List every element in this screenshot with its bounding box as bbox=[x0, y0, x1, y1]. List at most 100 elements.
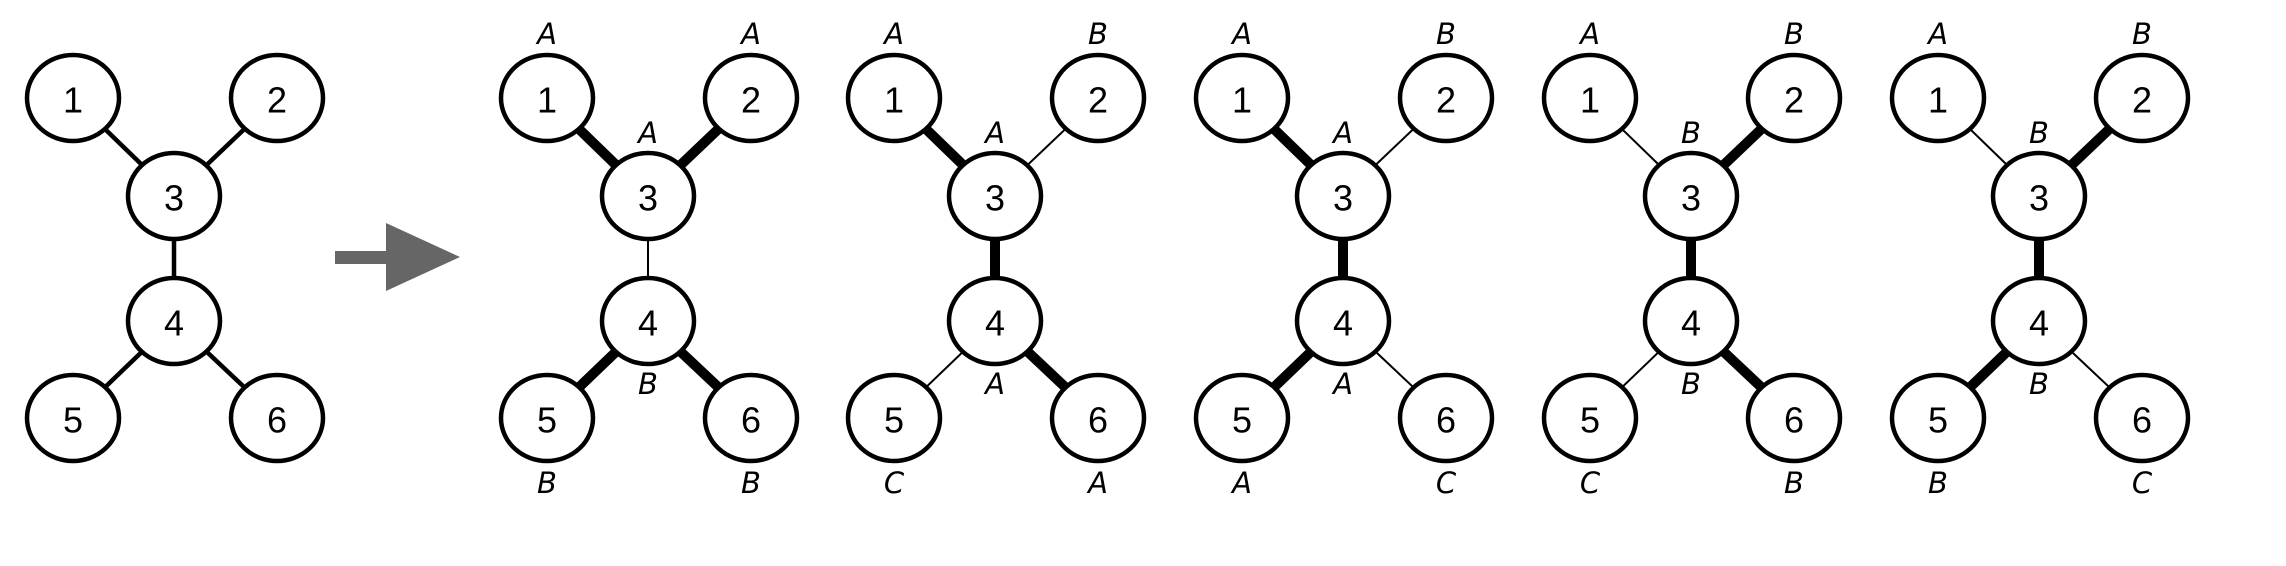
node-circle bbox=[1889, 52, 1987, 144]
node-circle bbox=[1642, 275, 1740, 367]
node-circle bbox=[498, 372, 596, 464]
node-number: 1 bbox=[1928, 80, 1948, 121]
state-label-node-6: B bbox=[1784, 466, 1804, 500]
state-label-node-3: A bbox=[636, 116, 658, 150]
node-circle bbox=[1294, 150, 1392, 242]
state-label-node-4: A bbox=[1331, 367, 1353, 401]
node-circle bbox=[1889, 372, 1987, 464]
node-number: 3 bbox=[638, 178, 658, 219]
node-number: 6 bbox=[267, 400, 287, 441]
node-4: 4 bbox=[946, 275, 1044, 367]
node-number: 6 bbox=[1436, 400, 1456, 441]
state-label-node-6: C bbox=[2132, 466, 2153, 500]
state-label-node-5: A bbox=[1230, 466, 1252, 500]
state-label-node-5: C bbox=[884, 466, 905, 500]
node-circle bbox=[1193, 52, 1291, 144]
state-label-node-6: B bbox=[741, 466, 761, 500]
node-circle bbox=[946, 275, 1044, 367]
original-tree: 1 2 3 4 5 6 bbox=[24, 52, 326, 464]
node-circle bbox=[845, 372, 943, 464]
node-circle bbox=[1541, 372, 1639, 464]
node-1: 1 bbox=[1541, 52, 1639, 144]
node-circle bbox=[24, 372, 122, 464]
state-label-node-4: B bbox=[2029, 367, 2049, 401]
state-label-node-1: A bbox=[1578, 17, 1600, 51]
node-circle bbox=[125, 150, 223, 242]
node-number: 4 bbox=[164, 303, 184, 344]
node-3: 3 bbox=[599, 150, 697, 242]
state-label-node-4: B bbox=[638, 367, 658, 401]
node-circle bbox=[2093, 372, 2191, 464]
node-3: 3 bbox=[1642, 150, 1740, 242]
node-circle bbox=[228, 52, 326, 144]
node-number: 5 bbox=[63, 400, 83, 441]
node-6: 6 bbox=[1049, 372, 1147, 464]
node-number: 2 bbox=[267, 80, 287, 121]
node-6: 6 bbox=[702, 372, 800, 464]
node-number: 4 bbox=[985, 303, 1005, 344]
node-5: 5 bbox=[1541, 372, 1639, 464]
node-circle bbox=[1049, 52, 1147, 144]
node-circle bbox=[1745, 372, 1843, 464]
node-1: 1 bbox=[845, 52, 943, 144]
state-label-node-2: B bbox=[1784, 17, 1804, 51]
node-3: 3 bbox=[946, 150, 1044, 242]
node-number: 6 bbox=[2132, 400, 2152, 441]
node-circle bbox=[1642, 150, 1740, 242]
state-label-node-6: A bbox=[1086, 466, 1108, 500]
node-number: 1 bbox=[63, 80, 83, 121]
state-label-node-5: B bbox=[1928, 466, 1948, 500]
node-circle bbox=[1541, 52, 1639, 144]
node-6: 6 bbox=[228, 372, 326, 464]
arrow-head bbox=[386, 223, 460, 291]
node-4: 4 bbox=[1294, 275, 1392, 367]
node-circle bbox=[1193, 372, 1291, 464]
node-number: 3 bbox=[1681, 178, 1701, 219]
state-label-node-6: C bbox=[1436, 466, 1457, 500]
node-number: 4 bbox=[1681, 303, 1701, 344]
arrow-shaft bbox=[335, 251, 387, 264]
state-label-node-1: A bbox=[535, 17, 557, 51]
state-label-node-1: A bbox=[1230, 17, 1252, 51]
node-3: 3 bbox=[1294, 150, 1392, 242]
node-circle bbox=[1990, 150, 2088, 242]
node-circle bbox=[702, 372, 800, 464]
node-circle bbox=[845, 52, 943, 144]
state-label-node-2: B bbox=[2132, 17, 2152, 51]
node-2: 2 bbox=[702, 52, 800, 144]
node-1: 1 bbox=[1889, 52, 1987, 144]
state-label-node-4: B bbox=[1681, 367, 1701, 401]
node-number: 2 bbox=[1784, 80, 1804, 121]
node-2: 2 bbox=[2093, 52, 2191, 144]
state-label-node-3: B bbox=[2029, 116, 2049, 150]
node-number: 1 bbox=[537, 80, 557, 121]
node-2: 2 bbox=[1049, 52, 1147, 144]
state-label-node-5: B bbox=[537, 466, 557, 500]
node-number: 3 bbox=[164, 178, 184, 219]
state-label-node-4: A bbox=[983, 367, 1005, 401]
node-circle bbox=[1990, 275, 2088, 367]
node-3: 3 bbox=[1990, 150, 2088, 242]
node-1: 1 bbox=[1193, 52, 1291, 144]
node-number: 2 bbox=[741, 80, 761, 121]
node-number: 6 bbox=[1784, 400, 1804, 441]
node-5: 5 bbox=[845, 372, 943, 464]
node-circle bbox=[702, 52, 800, 144]
node-3: 3 bbox=[125, 150, 223, 242]
node-number: 4 bbox=[2029, 303, 2049, 344]
node-number: 3 bbox=[2029, 178, 2049, 219]
node-circle bbox=[2093, 52, 2191, 144]
state-label-node-5: C bbox=[1580, 466, 1601, 500]
node-circle bbox=[24, 52, 122, 144]
node-5: 5 bbox=[24, 372, 122, 464]
node-circle bbox=[599, 275, 697, 367]
node-number: 4 bbox=[638, 303, 658, 344]
node-5: 5 bbox=[1193, 372, 1291, 464]
node-circle bbox=[1049, 372, 1147, 464]
node-6: 6 bbox=[1397, 372, 1495, 464]
